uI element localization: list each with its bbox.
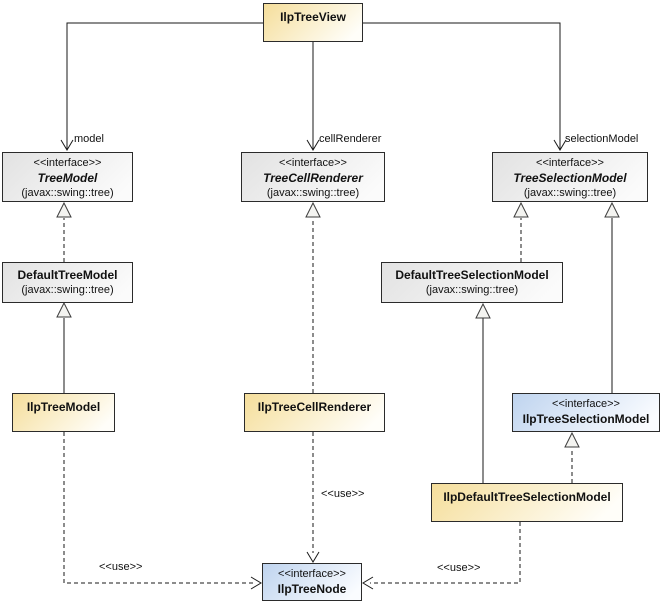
class-name: IlpTreeCellRenderer [257, 400, 372, 414]
triangle-hollow-icon [513, 201, 529, 218]
edge-defaulttreemodel-realizes-treemodel [56, 201, 72, 262]
edge-ilptreeselectionmodel-extends-treeselectionmodel [604, 201, 620, 393]
edge-ilpdefaulttreeselectionmodel-extends-defaulttreeselectionmodel [475, 302, 491, 483]
arrow-open-icon [250, 576, 262, 590]
triangle-hollow-icon [305, 201, 321, 218]
stereotype-label: <<interface>> [279, 157, 347, 169]
edge-label-cellrenderer: cellRenderer [319, 133, 382, 145]
edge-model-association [60, 22, 263, 151]
class-name: IlpTreeView [280, 10, 346, 24]
class-name: IlpDefaultTreeSelectionModel [443, 490, 611, 504]
edge-ilptreecellrenderer-uses-ilptreenode [306, 432, 320, 563]
arrow-open-icon [60, 139, 74, 151]
class-ilp-tree-view[interactable]: IlpTreeView [263, 3, 363, 42]
class-default-tree-selection-model[interactable]: DefaultTreeSelectionModel (javax::swing:… [381, 262, 563, 303]
edge-ilptreemodel-extends-defaulttreemodel [56, 301, 72, 393]
edge-ilpdefaulttreeselectionmodel-uses-ilptreenode [362, 522, 521, 590]
package-label: (javax::swing::tree) [266, 187, 360, 199]
package-label: (javax::swing::tree) [21, 187, 114, 199]
edge-ilptreemodel-uses-ilptreenode [63, 432, 262, 590]
class-ilp-tree-cell-renderer[interactable]: IlpTreeCellRenderer [244, 393, 385, 432]
edge-label-model: model [74, 133, 104, 145]
class-name: DefaultTreeModel [17, 268, 118, 282]
class-name: IlpTreeModel [26, 400, 101, 414]
package-label: (javax::swing::tree) [425, 284, 519, 296]
interface-ilp-tree-node[interactable]: <<interface>> IlpTreeNode [262, 563, 362, 601]
class-name: TreeCellRenderer [263, 171, 363, 185]
edge-selectionmodel-association [363, 22, 567, 151]
stereotype-label: <<interface>> [552, 398, 620, 410]
class-ilp-default-tree-selection-model[interactable]: IlpDefaultTreeSelectionModel [431, 483, 623, 522]
stereotype-label: <<interface>> [536, 157, 604, 169]
edge-label-use: <<use>> [437, 562, 481, 574]
arrow-open-icon [306, 139, 320, 151]
interface-tree-cell-renderer[interactable]: <<interface>> TreeCellRenderer (javax::s… [241, 152, 385, 202]
edge-ilptreecellrenderer-realizes-treecellrenderer [305, 201, 321, 393]
class-name: DefaultTreeSelectionModel [395, 268, 549, 282]
triangle-hollow-icon [604, 201, 620, 218]
package-label: (javax::swing::tree) [21, 284, 114, 296]
class-name: IlpTreeNode [277, 582, 347, 596]
edge-label-use: <<use>> [99, 561, 143, 573]
edge-label-selectionmodel: selectionModel [565, 133, 639, 145]
arrow-open-icon [362, 576, 374, 590]
interface-tree-selection-model[interactable]: <<interface>> TreeSelectionModel (javax:… [492, 152, 648, 202]
interface-ilp-tree-selection-model[interactable]: <<interface>> IlpTreeSelectionModel [512, 393, 660, 432]
stereotype-label: <<interface>> [33, 157, 102, 169]
class-name: IlpTreeSelectionModel [522, 412, 650, 426]
class-default-tree-model[interactable]: DefaultTreeModel (javax::swing::tree) [2, 262, 133, 303]
triangle-hollow-icon [56, 301, 72, 318]
edge-defaulttreeselectionmodel-realizes-treeselectionmodel [513, 201, 529, 262]
class-name: TreeSelectionModel [513, 171, 627, 185]
arrow-open-icon [306, 551, 320, 563]
triangle-hollow-icon [56, 201, 72, 218]
edge-label-use: <<use>> [321, 488, 365, 500]
triangle-hollow-icon [564, 431, 580, 448]
edge-ilpdefaulttreeselectionmodel-realizes-ilptreeselectionmodel [564, 431, 580, 483]
interface-tree-model[interactable]: <<interface>> TreeModel (javax::swing::t… [2, 152, 133, 202]
edge-cellrenderer-association [306, 42, 320, 151]
class-name: TreeModel [37, 171, 98, 185]
class-ilp-tree-model[interactable]: IlpTreeModel [12, 393, 115, 432]
package-label: (javax::swing::tree) [523, 187, 617, 199]
stereotype-label: <<interface>> [278, 568, 346, 580]
triangle-hollow-icon [475, 302, 491, 319]
